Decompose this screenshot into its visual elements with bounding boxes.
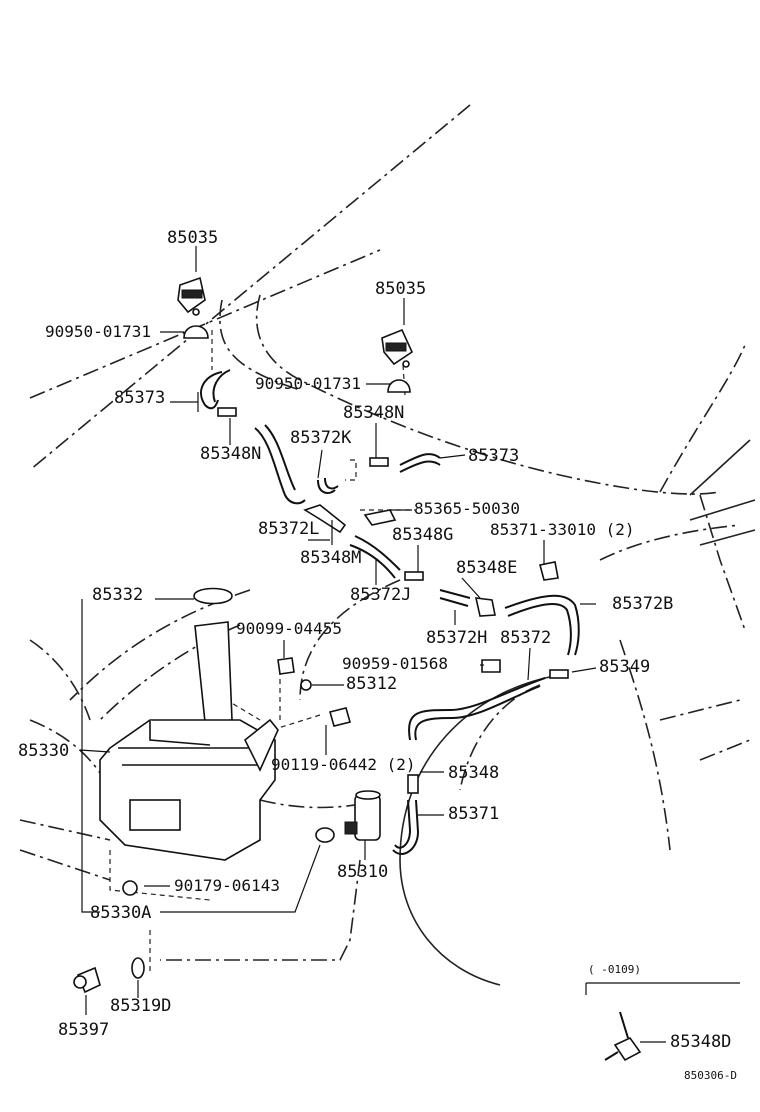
label-85348D: 85348D (670, 1032, 731, 1052)
label-85035-right: 85035 (375, 279, 426, 299)
label-85372J: 85372J (350, 585, 411, 605)
diagram-code: 850306-D (684, 1069, 737, 1082)
label-85397: 85397 (58, 1020, 109, 1040)
tank-fasteners (122, 657, 351, 896)
label-85372L: 85372L (258, 519, 319, 539)
label-90950-01731-left: 90950-01731 (45, 322, 151, 341)
pump-grommet (315, 827, 335, 843)
washer-nozzle-left (177, 276, 206, 316)
label-85319D: 85319D (110, 996, 171, 1016)
label-85373-right: 85373 (468, 446, 519, 466)
label-85372H: 85372H (426, 628, 487, 648)
label-85372K: 85372K (290, 428, 352, 448)
inset-connector (604, 1011, 642, 1062)
label-85348M: 85348M (300, 548, 361, 568)
inset-date-range: ( -0109) (588, 963, 641, 976)
part-labels: 85035 90950-01731 85035 90950-01731 8537… (18, 228, 737, 1082)
small-connectors (217, 407, 569, 794)
label-85348N-right: 85348N (343, 403, 404, 423)
label-85330A: 85330A (90, 903, 151, 923)
washer-nozzle-right (381, 328, 414, 368)
label-85310: 85310 (337, 862, 388, 882)
label-85373-left: 85373 (114, 388, 165, 408)
label-90099-04455: 90099-04455 (236, 619, 342, 638)
label-85371: 85371 (448, 804, 499, 824)
label-85330: 85330 (18, 741, 69, 761)
label-85332: 85332 (92, 585, 143, 605)
label-85348G: 85348G (392, 525, 453, 545)
level-sensor (73, 957, 145, 994)
washer-hoses (200, 369, 580, 855)
grommet-left (183, 325, 209, 339)
label-85348N-left: 85348N (200, 444, 261, 464)
label-85312: 85312 (346, 674, 397, 694)
label-85348: 85348 (448, 763, 499, 783)
grommet-right (387, 379, 411, 393)
label-85372: 85372 (500, 628, 551, 648)
label-85348E: 85348E (456, 558, 517, 578)
label-85372B: 85372B (612, 594, 673, 614)
label-85365-50030: 85365-50030 (414, 499, 520, 518)
label-90950-01731-right: 90950-01731 (255, 374, 361, 393)
washer-pump (344, 790, 381, 841)
label-90179-06143: 90179-06143 (174, 876, 280, 895)
label-85035-left: 85035 (167, 228, 218, 248)
leader-lines (79, 246, 740, 1043)
label-90959-01568: 90959-01568 (342, 654, 448, 673)
label-85349: 85349 (599, 657, 650, 677)
vehicle-body-outline (19, 104, 756, 986)
label-85371-33010: 85371-33010 (2) (490, 520, 635, 539)
label-90119-06442: 90119-06442 (2) (271, 755, 416, 774)
washer-tank-assembly (99, 587, 279, 861)
